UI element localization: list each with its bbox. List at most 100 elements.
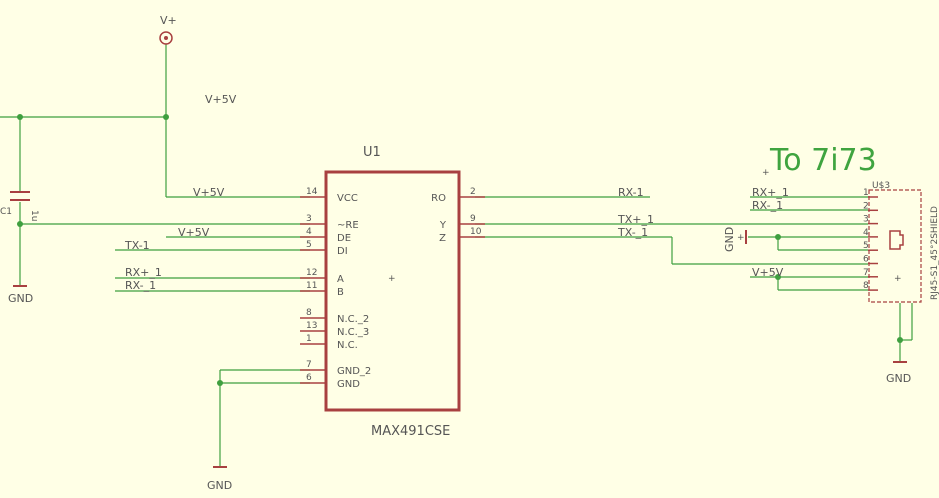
capacitor-c1[interactable]: C1 1u	[0, 191, 39, 221]
connector-pin-2[interactable]: 2	[863, 201, 878, 211]
ic-pin-number: 1	[306, 334, 312, 344]
cap-name-label: C1	[0, 207, 12, 217]
ic-pin-10[interactable]: 10Z	[439, 227, 485, 244]
net-wires	[0, 44, 913, 466]
annotation-to-7i73: To 7i73	[769, 143, 877, 178]
ic-pin-name: N.C.	[337, 340, 358, 351]
net-label-rxm-conn: RX-_1	[752, 199, 783, 212]
ic-pin-name: RO	[431, 193, 446, 204]
connector-pin-6[interactable]: 6	[863, 255, 878, 265]
connector-pin-number: 8	[863, 281, 869, 291]
rj45-jack-icon	[889, 230, 904, 250]
net-label-rxm-left: RX-_1	[125, 279, 156, 292]
net-label-rxp-left: RX+_1	[125, 266, 162, 279]
connector-pin-number: 6	[863, 255, 869, 265]
ic-pin-name: A	[337, 274, 344, 285]
gnd-symbol-bottom[interactable]: GND	[207, 466, 232, 492]
svg-text:GND: GND	[207, 479, 232, 492]
ic-u1[interactable]: U1 MAX491CSE + 14VCC3~RE4DE5DI12A11B8N.C…	[300, 145, 485, 439]
ic-pin-1[interactable]: 1N.C.	[300, 334, 358, 351]
connector-pin-5[interactable]: 5	[863, 241, 878, 251]
vplus5-label-de: V+5V	[178, 226, 210, 239]
net-label-rx1: RX-1	[618, 186, 644, 199]
svg-text:GND: GND	[886, 372, 911, 385]
ic-pin-13[interactable]: 13N.C._3	[300, 321, 369, 338]
ic-pin-11[interactable]: 11B	[300, 281, 344, 298]
ic-pin-number: 9	[470, 214, 476, 224]
gnd-symbol-connector[interactable]: + GND	[723, 227, 747, 252]
ic-pin-number: 13	[306, 321, 317, 331]
svg-text:+: +	[894, 274, 902, 284]
ic-pin-number: 6	[306, 373, 312, 383]
ic-part-label: MAX491CSE	[371, 424, 450, 439]
ic-pin-number: 7	[306, 360, 312, 370]
connector-rj45[interactable]: U$3 RJ45-S1_45°2SHIELD + 1 2 3 4 5 6 7 8	[863, 181, 939, 303]
connector-pin-8[interactable]: 8	[863, 281, 878, 291]
ic-pin-name: N.C._3	[337, 327, 369, 338]
ic-pin-name: ~RE	[337, 220, 359, 231]
ic-pin-5[interactable]: 5DI	[300, 240, 348, 257]
connector-pin-number: 1	[863, 188, 869, 198]
ic-pin-9[interactable]: 9Y	[439, 214, 485, 231]
ic-pin-name: N.C._2	[337, 314, 369, 325]
connector-pin-number: 2	[863, 201, 869, 211]
vplus-supply-symbol[interactable]: V+	[159, 14, 177, 45]
ic-pin-number: 2	[470, 187, 476, 197]
ic-pin-number: 12	[306, 268, 317, 278]
ic-pin-name: GND_2	[337, 366, 371, 377]
svg-text:GND: GND	[8, 292, 33, 305]
connector-part-label: RJ45-S1_45°2SHIELD	[930, 206, 939, 300]
ic-pin-8[interactable]: 8N.C._2	[300, 308, 369, 325]
vplus-label: V+	[160, 14, 177, 27]
ic-pin-name: Y	[439, 220, 447, 231]
ic-pin-name: GND	[337, 379, 360, 390]
svg-text:GND: GND	[723, 227, 736, 252]
ic-pin-name: B	[337, 287, 344, 298]
connector-pin-3[interactable]: 3	[863, 215, 878, 225]
ic-pin-number: 8	[306, 308, 312, 318]
ic-pin-number: 14	[306, 187, 318, 197]
connector-pin-4[interactable]: 4	[863, 228, 878, 238]
connector-pin-number: 4	[863, 228, 869, 238]
ic-pin-2[interactable]: 2RO	[431, 187, 485, 204]
ic-pin-name: Z	[439, 233, 446, 244]
connector-pin-number: 7	[863, 268, 869, 278]
ic-pin-name: DI	[337, 246, 348, 257]
vplus5-label-conn: V+5V	[752, 266, 784, 279]
net-label-tx1: TX-1	[124, 239, 150, 252]
ic-left-pins: 14VCC3~RE4DE5DI12A11B8N.C._213N.C._31N.C…	[300, 187, 371, 390]
gnd-symbol-left[interactable]: GND	[8, 285, 33, 305]
vplus5-label-vcc: V+5V	[193, 186, 225, 199]
connector-reference-label: U$3	[872, 181, 890, 191]
svg-text:+: +	[762, 168, 770, 178]
gnd-symbol-right[interactable]: GND	[886, 361, 911, 385]
junction-dots	[17, 114, 903, 386]
connector-pins: 1 2 3 4 5 6 7 8	[863, 188, 878, 291]
connector-pin-number: 5	[863, 241, 869, 251]
vplus5-label-top: V+5V	[205, 93, 237, 106]
ic-pin-number: 5	[306, 240, 312, 250]
connector-pin-7[interactable]: 7	[863, 268, 878, 278]
ic-pin-3[interactable]: 3 ~RE	[300, 214, 359, 231]
ic-pin-4[interactable]: 4DE	[300, 227, 351, 244]
svg-text:+: +	[737, 233, 745, 243]
connector-pin-number: 3	[863, 215, 869, 225]
net-label-txm-right: TX-_1	[617, 226, 648, 239]
ic-pin-number: 11	[306, 281, 317, 291]
net-label-rxp-conn: RX+_1	[752, 186, 789, 199]
ic-origin-marker: +	[388, 274, 396, 284]
net-label-txp-right: TX+_1	[617, 213, 654, 226]
cap-value-label: 1u	[29, 210, 39, 221]
ic-pin-12[interactable]: 12A	[300, 268, 344, 285]
ic-pin-name: VCC	[337, 193, 358, 204]
ic-pin-number: 4	[306, 227, 312, 237]
ic-pin-number: 10	[470, 227, 482, 237]
connector-pin-1[interactable]: 1	[863, 188, 878, 198]
ic-pin-number: 3	[306, 214, 312, 224]
ic-pin-name: DE	[337, 233, 351, 244]
